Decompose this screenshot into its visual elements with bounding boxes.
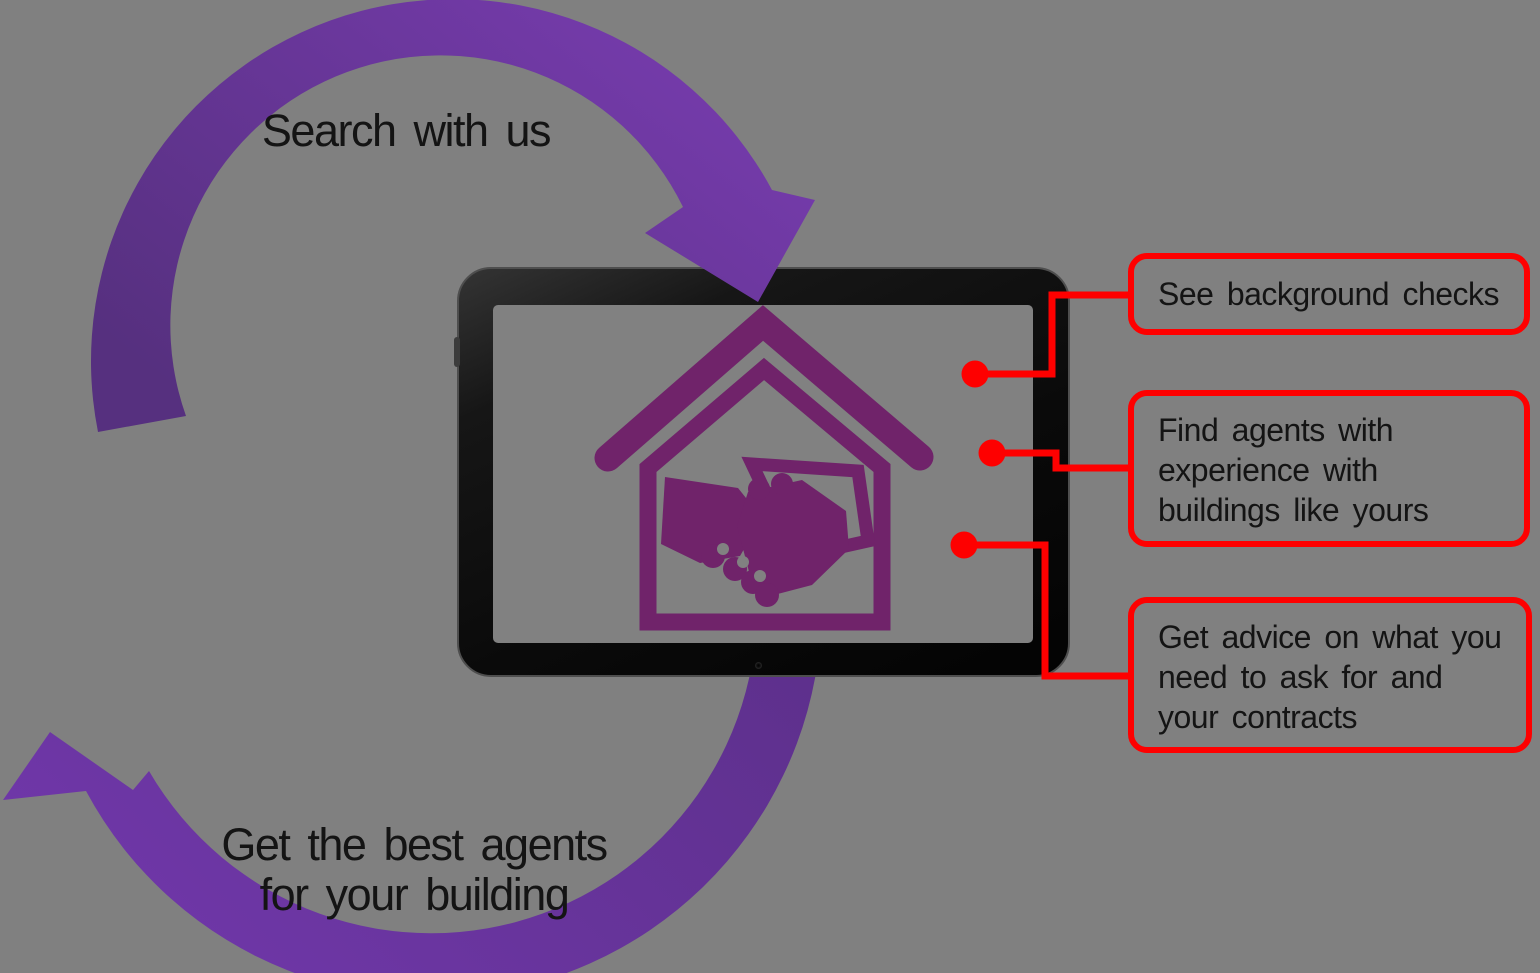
callout-text-line: Find agents with (1158, 412, 1394, 448)
callout-text: See background checks (1158, 276, 1500, 312)
cycle-label-result-line1: Get the best agents (221, 819, 608, 870)
callout-advice: Get advice on what you need to ask for a… (1128, 597, 1532, 753)
tablet-device (454, 267, 1070, 677)
callout-text-line: your contracts (1158, 699, 1357, 735)
callout-background-checks: See background checks (1128, 253, 1530, 335)
cycle-label-result-line2: for your building (259, 869, 570, 920)
callout-experienced-agents: Find agents with experience with buildin… (1128, 390, 1530, 547)
tablet-screen (493, 305, 1033, 643)
cycle-label-result: Get the best agents for your building (189, 820, 639, 920)
camera-icon (755, 662, 762, 669)
callout-text-line: buildings like yours (1158, 492, 1429, 528)
side-button (454, 337, 460, 367)
callout-text-line: experience with (1158, 452, 1378, 488)
callout-text-line: Get advice on what you (1158, 619, 1502, 655)
cycle-label-search: Search with us (261, 105, 552, 156)
callout-text-line: need to ask for and (1158, 659, 1443, 695)
